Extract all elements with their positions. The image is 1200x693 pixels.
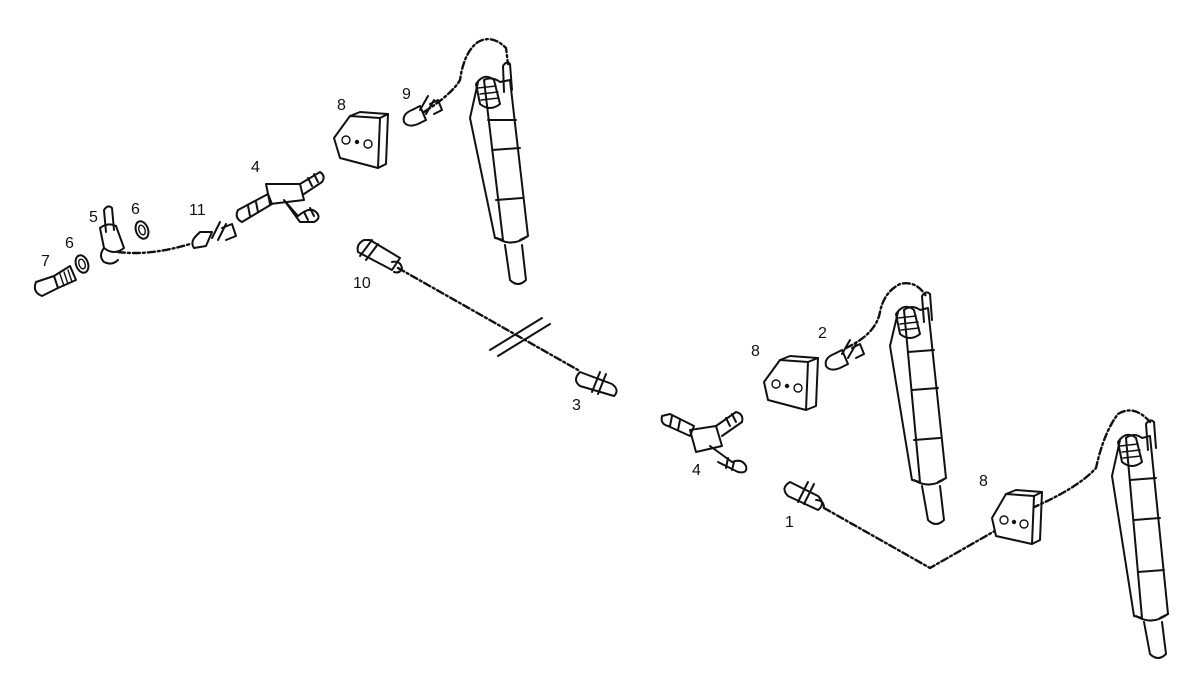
label-8a: 8 [337,97,346,114]
fuel-injector-c [1111,419,1169,659]
label-11: 11 [189,202,206,219]
banjo-fitting-5 [99,205,125,265]
label-9: 9 [402,86,411,103]
sealing-washer-6-right [134,220,150,240]
label-10: 10 [353,275,371,292]
fuel-injector-a [469,61,529,285]
leak-off-lines [116,37,1152,570]
clamp-8-middle [763,355,819,411]
sealing-washer-6-left [74,254,90,274]
line-break-mark [489,317,551,357]
label-6b: 6 [65,235,74,252]
t-piece-4-bottom [660,411,748,474]
t-piece-4-top [235,171,325,223]
label-8b: 8 [751,343,760,360]
banjo-bolt-7 [33,265,77,297]
clamp-8-top [333,111,389,169]
hose-end-10 [356,239,403,274]
hose-end-2 [824,339,865,371]
hose-end-3 [575,371,618,397]
label-8c: 8 [979,473,988,490]
clamp-8-bottom [991,489,1043,545]
label-4b: 4 [692,462,701,479]
label-5: 5 [89,209,98,226]
hose-end-1 [783,481,825,511]
label-1: 1 [785,514,794,531]
part-callouts: 1 2 3 4 4 5 6 6 7 8 8 8 9 10 11 [41,86,988,531]
label-4a: 4 [251,159,260,176]
label-3: 3 [572,397,581,414]
hose-end-11 [191,221,237,249]
fuel-injector-b [889,291,947,525]
label-7: 7 [41,253,50,270]
label-6a: 6 [131,201,140,218]
hose-end-9 [402,95,443,127]
label-2: 2 [818,325,827,342]
